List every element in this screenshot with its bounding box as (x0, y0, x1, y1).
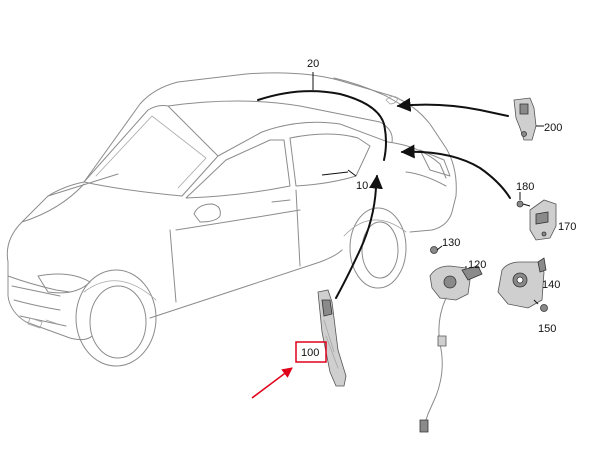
car-side-window (185, 139, 291, 199)
car-front-bumper (7, 275, 71, 327)
car-illustration (6, 72, 457, 367)
part-200-bracket (513, 97, 537, 141)
car-front-wheel (75, 269, 157, 367)
car-body-outline (6, 72, 457, 341)
callout-130: 130 (442, 237, 460, 249)
part-10-cable (335, 174, 383, 299)
part-120-latch-mechanism (419, 265, 483, 433)
car-door-line (169, 189, 301, 303)
car-tail-light (419, 149, 451, 177)
callout-100: 100 (301, 347, 319, 359)
part-150-screw (533, 299, 548, 312)
highlight-arrow-100 (251, 367, 293, 399)
car-windshield (83, 105, 219, 197)
arrow-to-170 (400, 144, 511, 199)
part-170-bracket (529, 199, 557, 241)
part-20-cable (257, 90, 387, 161)
callout-150: 150 (538, 323, 556, 335)
part-120-cable (423, 297, 447, 427)
callout-200: 200 (544, 122, 562, 134)
callout-140: 140 (542, 279, 560, 291)
car-hood-line (21, 173, 119, 223)
part-130-screw (430, 245, 443, 254)
callout-10: 10 (356, 180, 368, 192)
callout-180: 180 (516, 181, 534, 193)
leader-10 (347, 169, 357, 177)
car-rear-wheel (343, 207, 407, 289)
car-mirror (193, 203, 221, 223)
part-100-latch-bracket (317, 289, 347, 387)
arrow-to-200 (396, 97, 509, 117)
callout-20: 20 (307, 58, 319, 70)
car-roof-line (167, 100, 393, 143)
car-headlight (37, 273, 91, 294)
callout-120: 120 (468, 259, 486, 271)
callout-170: 170 (558, 221, 576, 233)
car-trunk (387, 141, 447, 187)
part-180-screw (516, 200, 531, 208)
part-140-latch (497, 257, 547, 309)
highlight-box-100 (295, 341, 327, 363)
